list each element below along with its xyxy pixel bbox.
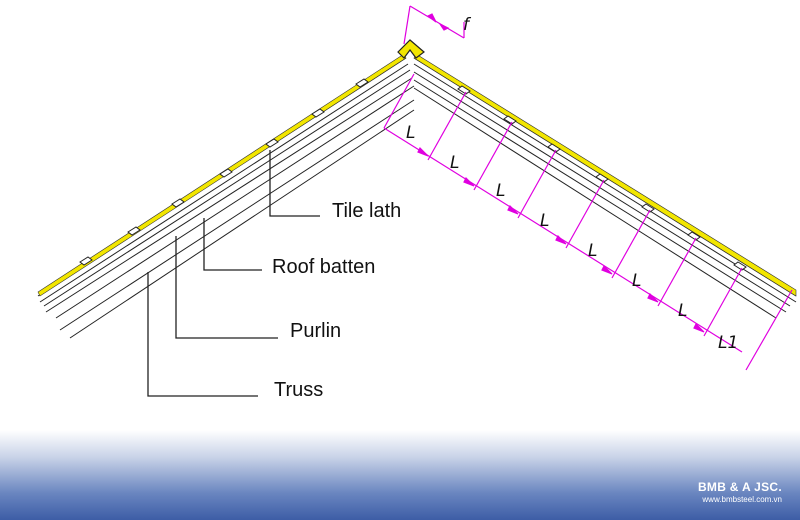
brand-name: BMB & A JSC. xyxy=(697,480,782,494)
left-tile-laths xyxy=(79,78,369,266)
dimension-lines xyxy=(383,5,793,371)
dim-l-3: L xyxy=(496,181,505,201)
right-tile-laths xyxy=(457,85,747,271)
dim-l1: L1 xyxy=(718,333,738,353)
dim-l-5: L xyxy=(588,241,597,261)
label-tile-lath: Tile lath xyxy=(332,200,401,222)
label-purlin: Purlin xyxy=(290,320,341,342)
label-roof-batten: Roof batten xyxy=(272,256,375,278)
dim-l-2: L xyxy=(450,153,459,173)
right-slope xyxy=(413,57,797,319)
left-slope xyxy=(37,57,415,339)
footer-band xyxy=(0,430,800,520)
dim-l-4: L xyxy=(540,211,549,231)
label-truss: Truss xyxy=(274,379,323,401)
dim-l-7: L xyxy=(678,301,687,321)
brand-url[interactable]: www.bmbsteel.com.vn xyxy=(702,495,782,504)
dim-l-1: L xyxy=(406,123,415,143)
leader-lines xyxy=(147,150,320,397)
dim-l-6: L xyxy=(632,271,641,291)
dim-f: f xyxy=(463,15,472,35)
ridge-cap xyxy=(397,39,425,59)
right-tile-band xyxy=(413,53,797,297)
